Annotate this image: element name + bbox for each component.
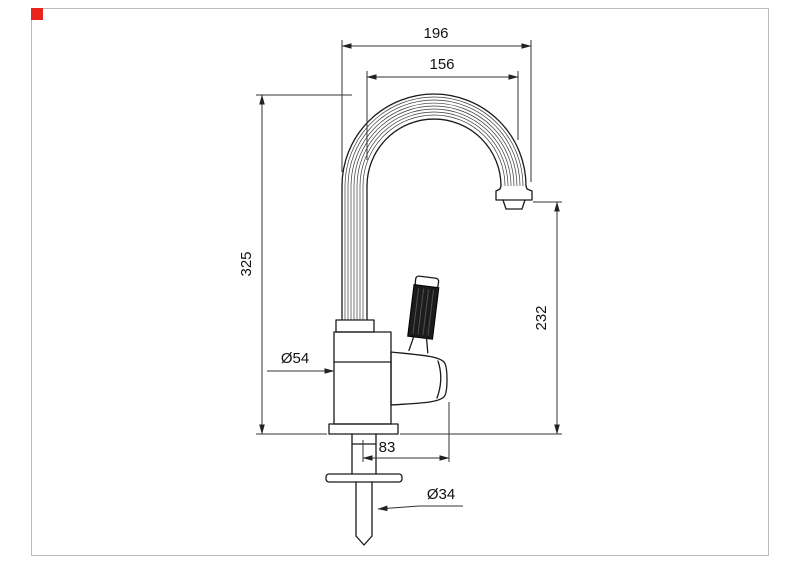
mounting-shank <box>325 433 403 546</box>
dimension-overall-reach: 196 <box>341 25 532 182</box>
gooseneck-spout <box>341 93 533 321</box>
dim-total-height-label: 325 <box>238 251 255 276</box>
dimension-handle-depth: 83 <box>362 402 450 462</box>
dimension-shank-diameter: Ø34 <box>377 486 463 512</box>
page-border <box>31 8 769 556</box>
dimension-total-height: 325 <box>238 94 352 435</box>
handle-housing <box>390 351 448 406</box>
dim-body-diameter-label: Ø54 <box>281 350 309 367</box>
dimensions: 196 156 325 232 <box>238 25 562 512</box>
faucet-body <box>328 319 399 435</box>
corner-marker <box>31 8 43 20</box>
dimension-spout-height: 232 <box>400 201 562 435</box>
dim-handle-depth-label: 83 <box>379 439 396 456</box>
dim-spout-height-label: 232 <box>533 305 550 330</box>
dim-shank-diameter-label: Ø34 <box>427 486 455 503</box>
spout-fluting <box>344 96 524 320</box>
mounting-flange <box>325 473 403 483</box>
dim-spout-reach-label: 156 <box>429 56 454 73</box>
handle-grip <box>407 275 440 354</box>
dimension-spout-reach: 156 <box>366 56 519 160</box>
dimension-body-diameter: Ø54 <box>267 350 335 374</box>
dim-overall-reach-label: 196 <box>423 25 448 42</box>
lever-handle <box>390 275 448 406</box>
